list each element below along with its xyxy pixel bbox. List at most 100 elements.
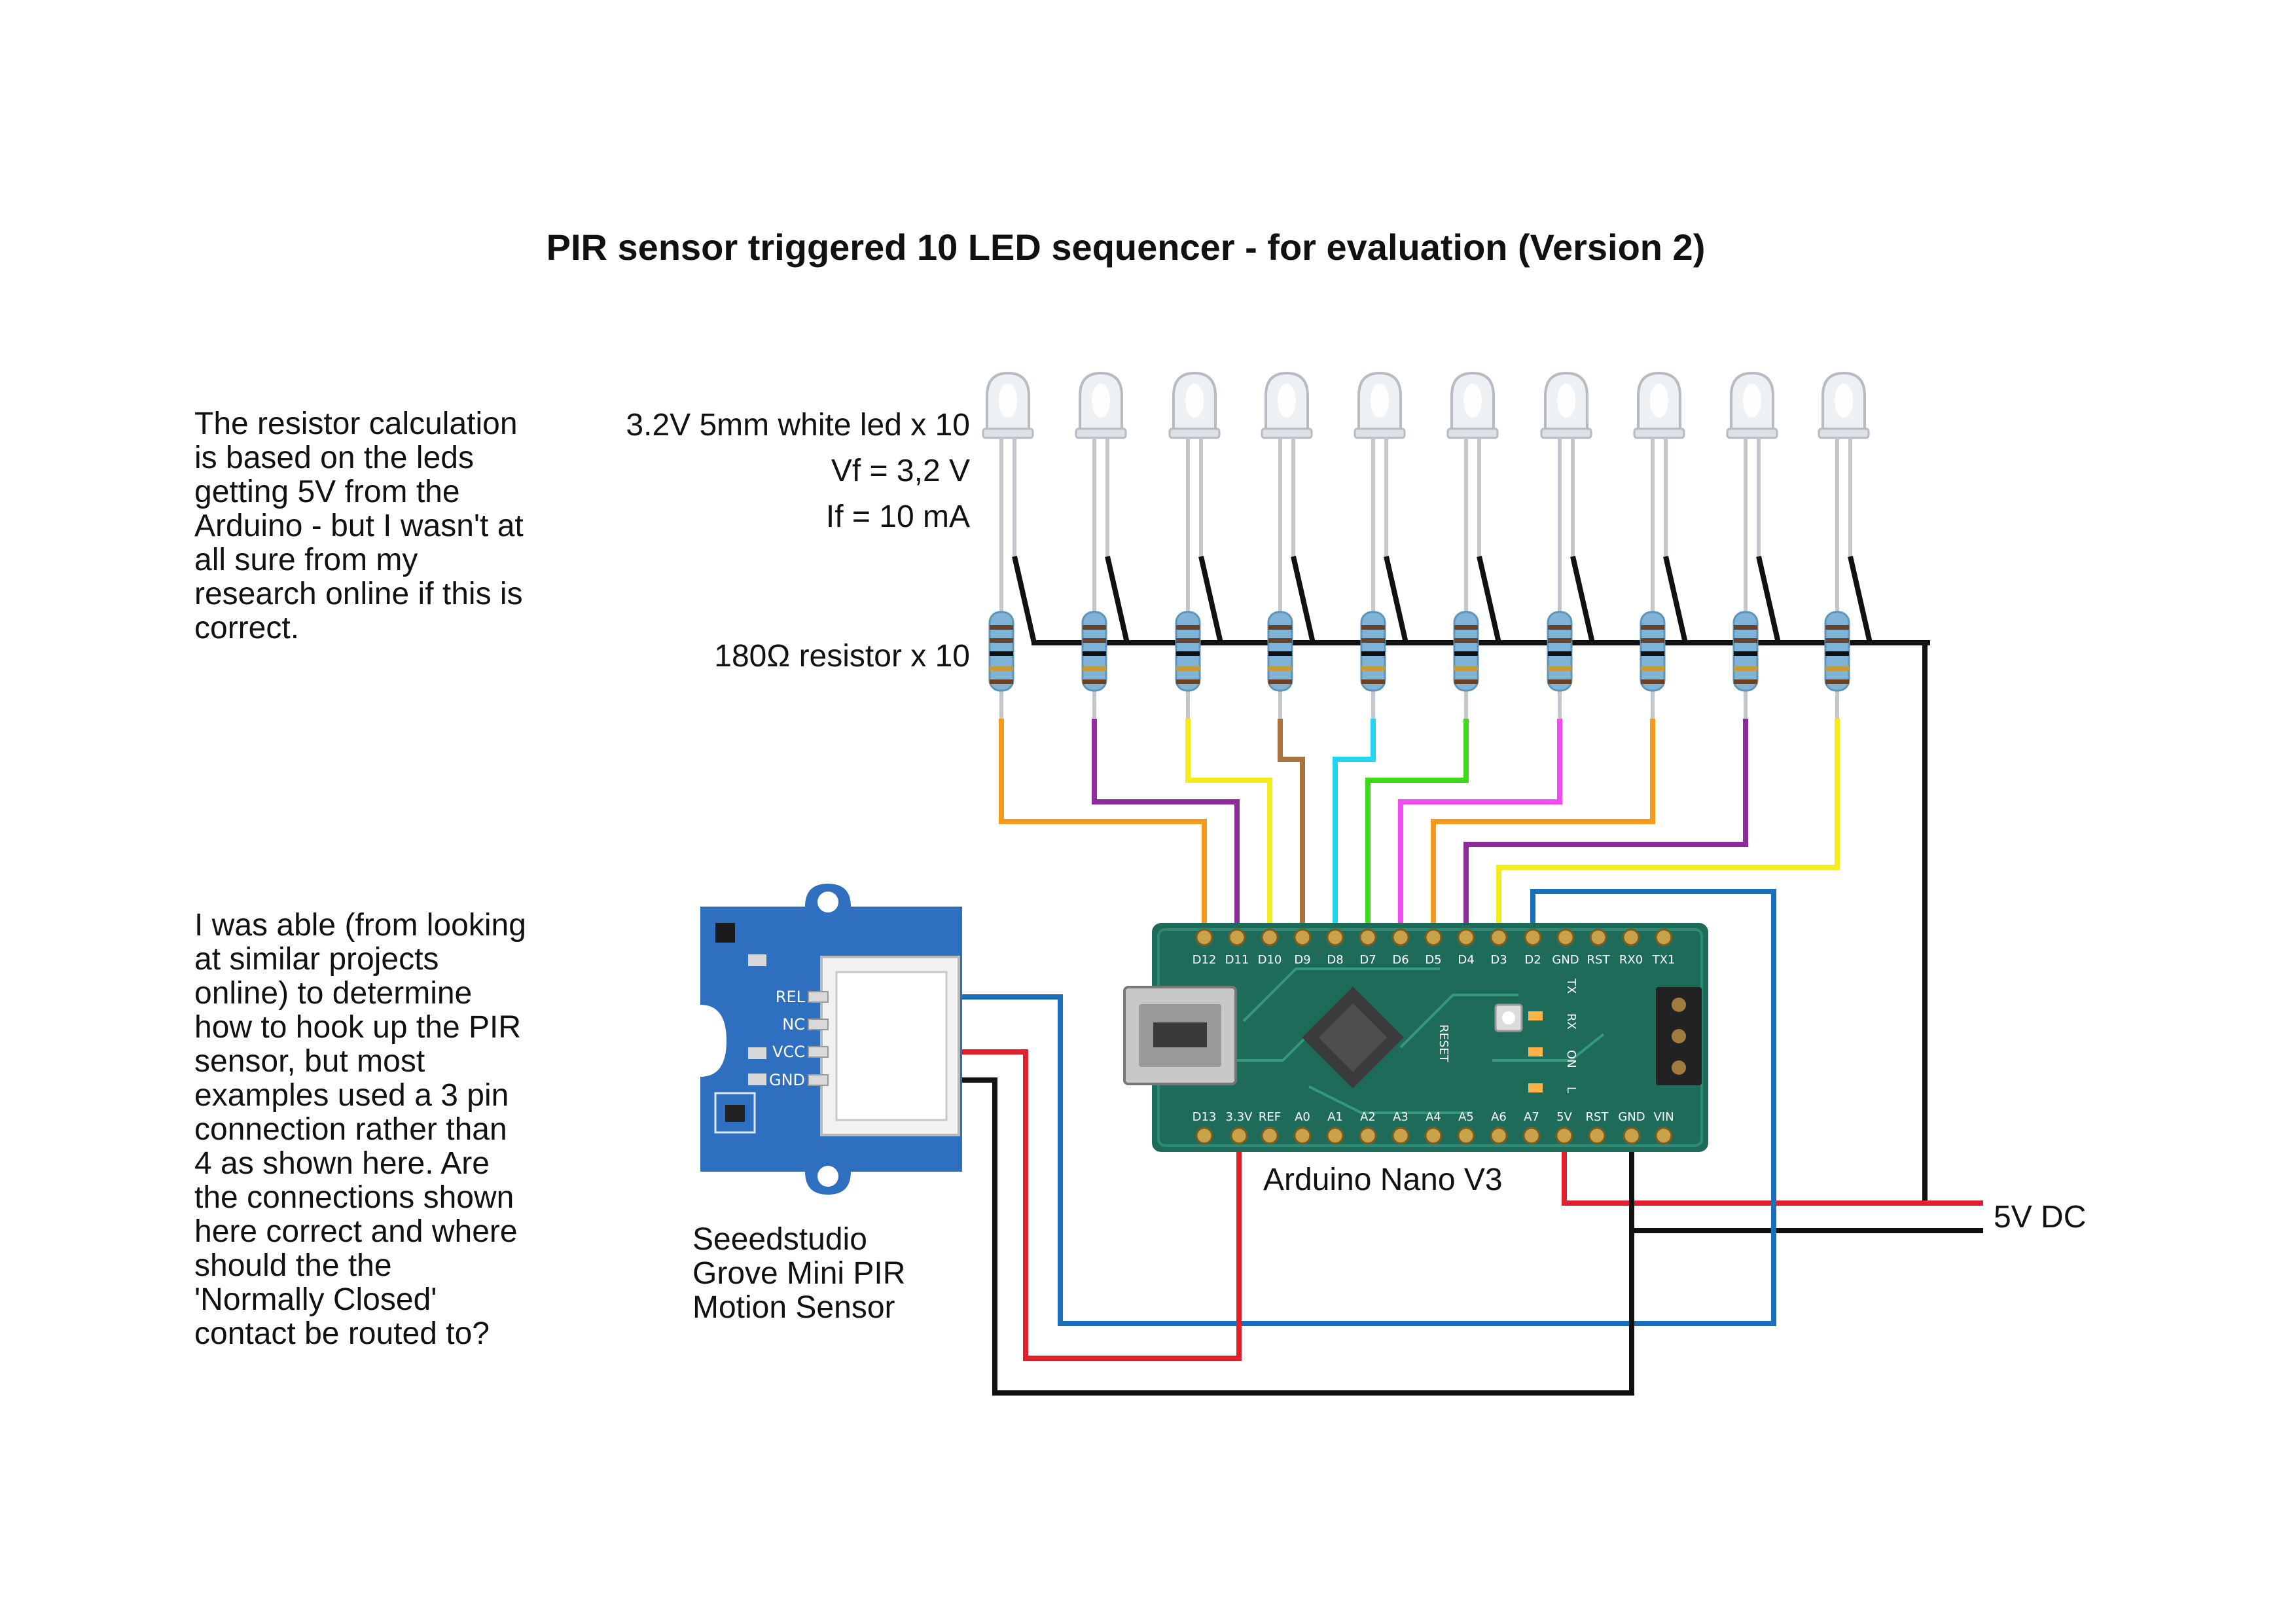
resistor-4 — [1267, 592, 1293, 719]
resistor-array — [988, 592, 1850, 719]
led-wire-7 — [1398, 719, 1562, 937]
pin-hole — [1261, 928, 1279, 947]
resistor-band — [1268, 625, 1292, 630]
resistor-7 — [1547, 592, 1573, 719]
resistor-band — [1361, 625, 1385, 630]
resistor-band — [1083, 666, 1106, 671]
top-pin-label: D8 — [1327, 953, 1343, 967]
resistor-band — [1734, 666, 1757, 671]
pin-hole — [1391, 928, 1410, 947]
top-pin-label: D10 — [1258, 953, 1282, 967]
resistor-band — [1361, 679, 1385, 684]
resistor-note: The resistor calculation is based on the… — [194, 406, 524, 645]
pir-label: Seeedstudio Grove Mini PIR Motion Sensor — [692, 1222, 906, 1325]
pin-hole — [1293, 1127, 1312, 1145]
power-label: 5V DC — [1994, 1200, 2087, 1235]
pin-hole — [1424, 1127, 1443, 1145]
bottom-pin-label: A7 — [1524, 1110, 1539, 1124]
top-pin-label: D9 — [1294, 953, 1310, 967]
resistor-band — [1176, 679, 1200, 684]
pin-hole — [1490, 928, 1508, 947]
bottom-pin-label: A4 — [1426, 1110, 1441, 1124]
resistor-8 — [1640, 592, 1666, 719]
top-pin-label: D6 — [1392, 953, 1408, 967]
led-wire-4 — [1278, 719, 1305, 937]
board-mark-reset: RESET — [1437, 1024, 1450, 1063]
cathode-ground-link — [1570, 556, 1595, 643]
pin-hole — [1457, 928, 1475, 947]
pir-pin — [808, 991, 829, 1003]
resistor-band — [1176, 625, 1200, 630]
resistor-band — [1083, 651, 1106, 656]
icsp-header — [1656, 987, 1702, 1085]
led-array — [982, 371, 1873, 643]
led-wire-10 — [1496, 719, 1840, 937]
pir-pin-label: GND — [769, 1071, 805, 1089]
led-2 — [1075, 371, 1130, 643]
diagram-title: PIR sensor triggered 10 LED sequencer - … — [546, 226, 1706, 268]
cathode-ground-link — [1198, 556, 1223, 643]
supply-5v-wire — [1562, 1136, 1983, 1206]
top-pin-label: TX1 — [1652, 953, 1676, 967]
pin-hole — [1524, 928, 1542, 947]
pin-hole — [1622, 928, 1640, 947]
led-4 — [1261, 371, 1316, 643]
led-wires — [999, 719, 1840, 937]
arduino-label: Arduino Nano V3 — [1263, 1163, 1503, 1197]
resistor-band — [1825, 679, 1849, 684]
led-spec-line3: If = 10 mA — [825, 499, 970, 534]
led-wire-5 — [1333, 719, 1376, 937]
led-wire-3 — [1185, 719, 1272, 937]
resistor-band — [1083, 625, 1106, 630]
cathode-ground-link — [1756, 556, 1781, 643]
bottom-pin-label: A5 — [1458, 1110, 1474, 1124]
resistor-spec: 180Ω resistor x 10 — [714, 639, 970, 674]
resistor-band — [1548, 651, 1571, 656]
resistor-10 — [1824, 592, 1850, 719]
led-5 — [1354, 371, 1408, 643]
bottom-pin-label: A2 — [1360, 1110, 1376, 1124]
resistor-band — [1548, 666, 1571, 671]
top-pin-label: D2 — [1524, 953, 1541, 967]
pin-hole — [1655, 1127, 1673, 1145]
resistor-band — [1734, 651, 1757, 656]
resistor-band — [1548, 625, 1571, 630]
top-pin-label: D4 — [1458, 953, 1474, 967]
bottom-pin-label: A1 — [1327, 1110, 1343, 1124]
resistor-band — [1641, 666, 1664, 671]
resistor-band — [1176, 638, 1200, 643]
bottom-pin-label: D13 — [1193, 1110, 1217, 1124]
resistor-1 — [988, 592, 1014, 719]
led-9 — [1726, 371, 1781, 643]
bottom-pin-label: A0 — [1295, 1110, 1310, 1124]
cathode-ground-link — [1012, 556, 1037, 643]
led-1 — [982, 371, 1037, 643]
resistor-band — [1083, 679, 1106, 684]
resistor-band — [1361, 638, 1385, 643]
pir-pin — [808, 1074, 829, 1086]
resistor-band — [990, 638, 1013, 643]
resistor-band — [1641, 638, 1664, 643]
pir-pin — [808, 1019, 829, 1030]
resistor-band — [1454, 638, 1478, 643]
bottom-pin-label: RST — [1586, 1110, 1609, 1124]
resistor-band — [1641, 651, 1664, 656]
pin-hole — [1261, 1127, 1279, 1145]
resistor-band — [1825, 666, 1849, 671]
pir-pin-label: REL — [776, 988, 806, 1006]
bottom-pin-label: A6 — [1491, 1110, 1507, 1124]
pir-signal-wire — [826, 889, 1776, 1326]
top-pin-label: D12 — [1193, 953, 1217, 967]
resistor-band — [1268, 638, 1292, 643]
resistor-band — [1454, 625, 1478, 630]
arduino-board — [1152, 923, 1708, 1152]
resistor-2 — [1081, 592, 1107, 719]
top-pin-label: D3 — [1490, 953, 1507, 967]
bottom-pin-label: REF — [1259, 1110, 1281, 1124]
